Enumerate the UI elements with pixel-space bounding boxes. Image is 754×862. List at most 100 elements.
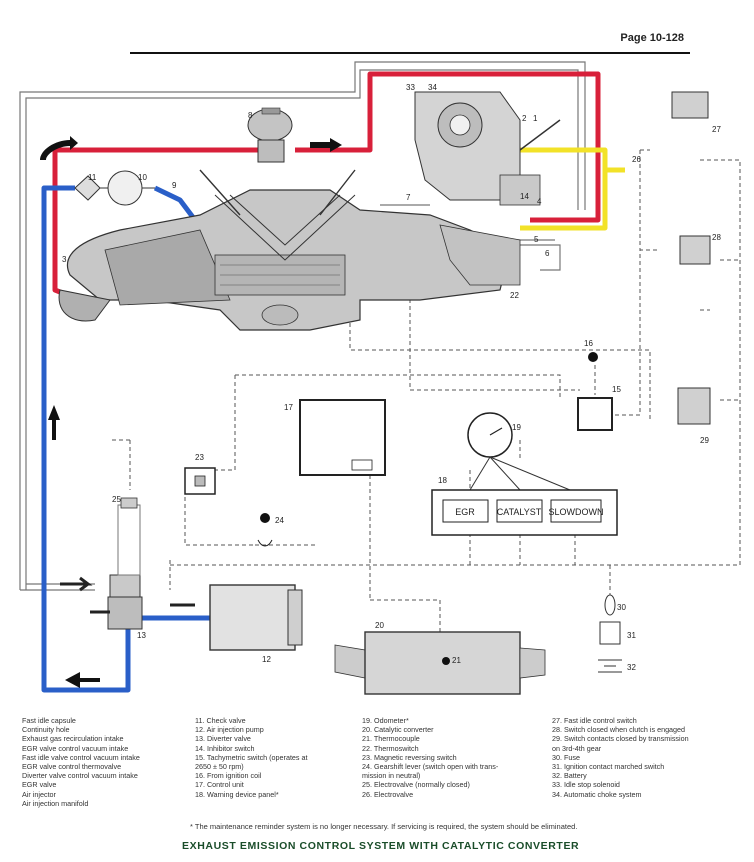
- legend-item: 18. Warning device panel*: [195, 789, 279, 799]
- legend-item: 31. Ignition contact marched switch: [552, 762, 665, 772]
- tachymetric-switch: [577, 352, 613, 431]
- legend-col-4: 27. Fast idle control switch 28. Switch …: [552, 716, 689, 799]
- slowdown-lamp: SLOWDOWN: [549, 507, 604, 517]
- legend-item: EGR valve: [22, 780, 57, 790]
- legend-item: 28. Switch closed when clutch is engaged: [552, 725, 686, 735]
- engine-block: [58, 169, 521, 331]
- callout-7: 7: [406, 193, 411, 202]
- legend-item: 22. Thermoswitch: [362, 743, 419, 753]
- callout-13: 13: [137, 631, 146, 640]
- legend-item: 34. Automatic choke system: [552, 789, 642, 799]
- figure-caption: EXHAUST EMISSION CONTROL SYSTEM WITH CAT…: [182, 840, 580, 852]
- page-number: Page 10-128: [620, 32, 684, 44]
- legend-item: Fast idle valve control vacuum intake: [22, 752, 140, 762]
- callout-23: 23: [195, 453, 204, 462]
- callout-31: 31: [627, 631, 636, 640]
- legend-col-1: Fast idle capsule Continuity hole Exhaus…: [22, 716, 140, 808]
- air-injection-pump: [170, 584, 303, 651]
- callout-33: 33: [406, 83, 415, 92]
- legend-item: 21. Thermocouple: [362, 734, 420, 744]
- legend-item: 16. From ignition coil: [195, 771, 262, 781]
- flow-arrows: [40, 136, 342, 688]
- legend-item: Diverter valve control vacuum intake: [22, 771, 138, 781]
- callout-4: 4: [537, 197, 542, 206]
- legend-item: mission in neutral): [362, 771, 421, 781]
- callout-1: 1: [533, 114, 538, 123]
- legend-col-2: 11. Check valve 12. Air injection pump 1…: [195, 716, 308, 799]
- callout-12: 12: [262, 655, 271, 664]
- footnote: * The maintenance reminder system is no …: [190, 822, 578, 831]
- warning-panel: EGR CATALYST SLOWDOWN: [431, 489, 618, 536]
- legend-item: 17. Control unit: [195, 780, 244, 790]
- legend-item: on 3rd-4th gear: [552, 743, 602, 753]
- callout-20: 20: [375, 621, 384, 630]
- legend-item: 33. Idle stop solenoid: [552, 780, 620, 790]
- callout-6: 6: [545, 249, 550, 258]
- page-header: Page 10-128: [130, 30, 690, 54]
- legend-item: 2650 ± 50 rpm): [195, 762, 244, 772]
- diverter-valve: [60, 497, 143, 630]
- control-unit: [299, 399, 386, 476]
- legend-item: 13. Diverter valve: [195, 734, 251, 744]
- blue-air-line: [41, 185, 210, 693]
- legend-item: 30. Fuse: [552, 752, 580, 762]
- callout-9: 9: [172, 181, 177, 190]
- legend-item: EGR valve control vacuum intake: [22, 743, 129, 753]
- fuse-battery: [598, 594, 622, 673]
- callout-18: 18: [438, 476, 447, 485]
- legend-item: 29. Switch contacts closed by transmissi…: [552, 734, 689, 744]
- callout-labels: 1 2 3 4 5 6 7 8 9 10 11 12 13 14 15 16 1…: [62, 83, 721, 672]
- callout-2: 2: [522, 114, 527, 123]
- callout-34: 34: [428, 83, 437, 92]
- callout-5: 5: [534, 235, 539, 244]
- yellow-line: [520, 147, 625, 231]
- legend-item: Continuity hole: [22, 725, 70, 735]
- callout-17: 17: [284, 403, 293, 412]
- callout-19: 19: [512, 423, 521, 432]
- legend-item: EGR valve control thermovalve: [22, 762, 122, 772]
- legend-item: 24. Gearshift lever (switch open with tr…: [362, 762, 499, 772]
- callout-14: 14: [520, 192, 529, 201]
- carburetor-assembly: [414, 91, 561, 206]
- odometer: [467, 412, 571, 491]
- egr-valve: [247, 107, 293, 163]
- legend-item: Exhaust gas recirculation intake: [22, 734, 124, 744]
- legend-item: 27. Fast idle control switch: [552, 716, 637, 725]
- legend-item: Fast idle capsule: [22, 716, 76, 725]
- legend-item: 23. Magnetic reversing switch: [362, 752, 457, 762]
- reversing-switch: [184, 467, 273, 547]
- callout-30: 30: [617, 603, 626, 612]
- legend-item: 12. Air injection pump: [195, 725, 264, 735]
- callout-22: 22: [510, 291, 519, 300]
- callout-3: 3: [62, 255, 67, 264]
- legend-col-3: 19. Odometer* 20. Catalytic converter 21…: [362, 716, 498, 799]
- callout-15: 15: [612, 385, 621, 394]
- callout-21: 21: [452, 656, 461, 665]
- callout-26: 26: [632, 155, 641, 164]
- legend-item: 15. Tachymetric switch (operates at: [195, 752, 308, 762]
- legend-item: 32. Battery: [552, 771, 587, 781]
- legend-item: 14. Inhibitor switch: [195, 743, 255, 753]
- callout-32: 32: [627, 663, 636, 672]
- callout-16: 16: [584, 339, 593, 348]
- callout-24: 24: [275, 516, 284, 525]
- callout-11: 11: [88, 173, 97, 182]
- legend-item: 11. Check valve: [195, 716, 246, 725]
- legend-item: 26. Electrovalve: [362, 789, 414, 799]
- callout-27: 27: [712, 125, 721, 134]
- legend-item: 19. Odometer*: [362, 716, 409, 725]
- callout-29: 29: [700, 436, 709, 445]
- legend-item: 25. Electrovalve (normally closed): [362, 780, 470, 790]
- catalyst-lamp: CATALYST: [497, 507, 542, 517]
- catalytic-converter: [334, 631, 546, 695]
- callout-28: 28: [712, 233, 721, 242]
- legend-item: 20. Catalytic converter: [362, 725, 434, 735]
- callout-8: 8: [248, 111, 253, 120]
- egr-lamp: EGR: [455, 507, 475, 517]
- callout-10: 10: [138, 173, 147, 182]
- legend-item: Air injector: [22, 789, 56, 799]
- switches-right: [671, 91, 711, 425]
- legend-item: Air injection manifold: [22, 798, 89, 808]
- check-valve: [74, 170, 155, 206]
